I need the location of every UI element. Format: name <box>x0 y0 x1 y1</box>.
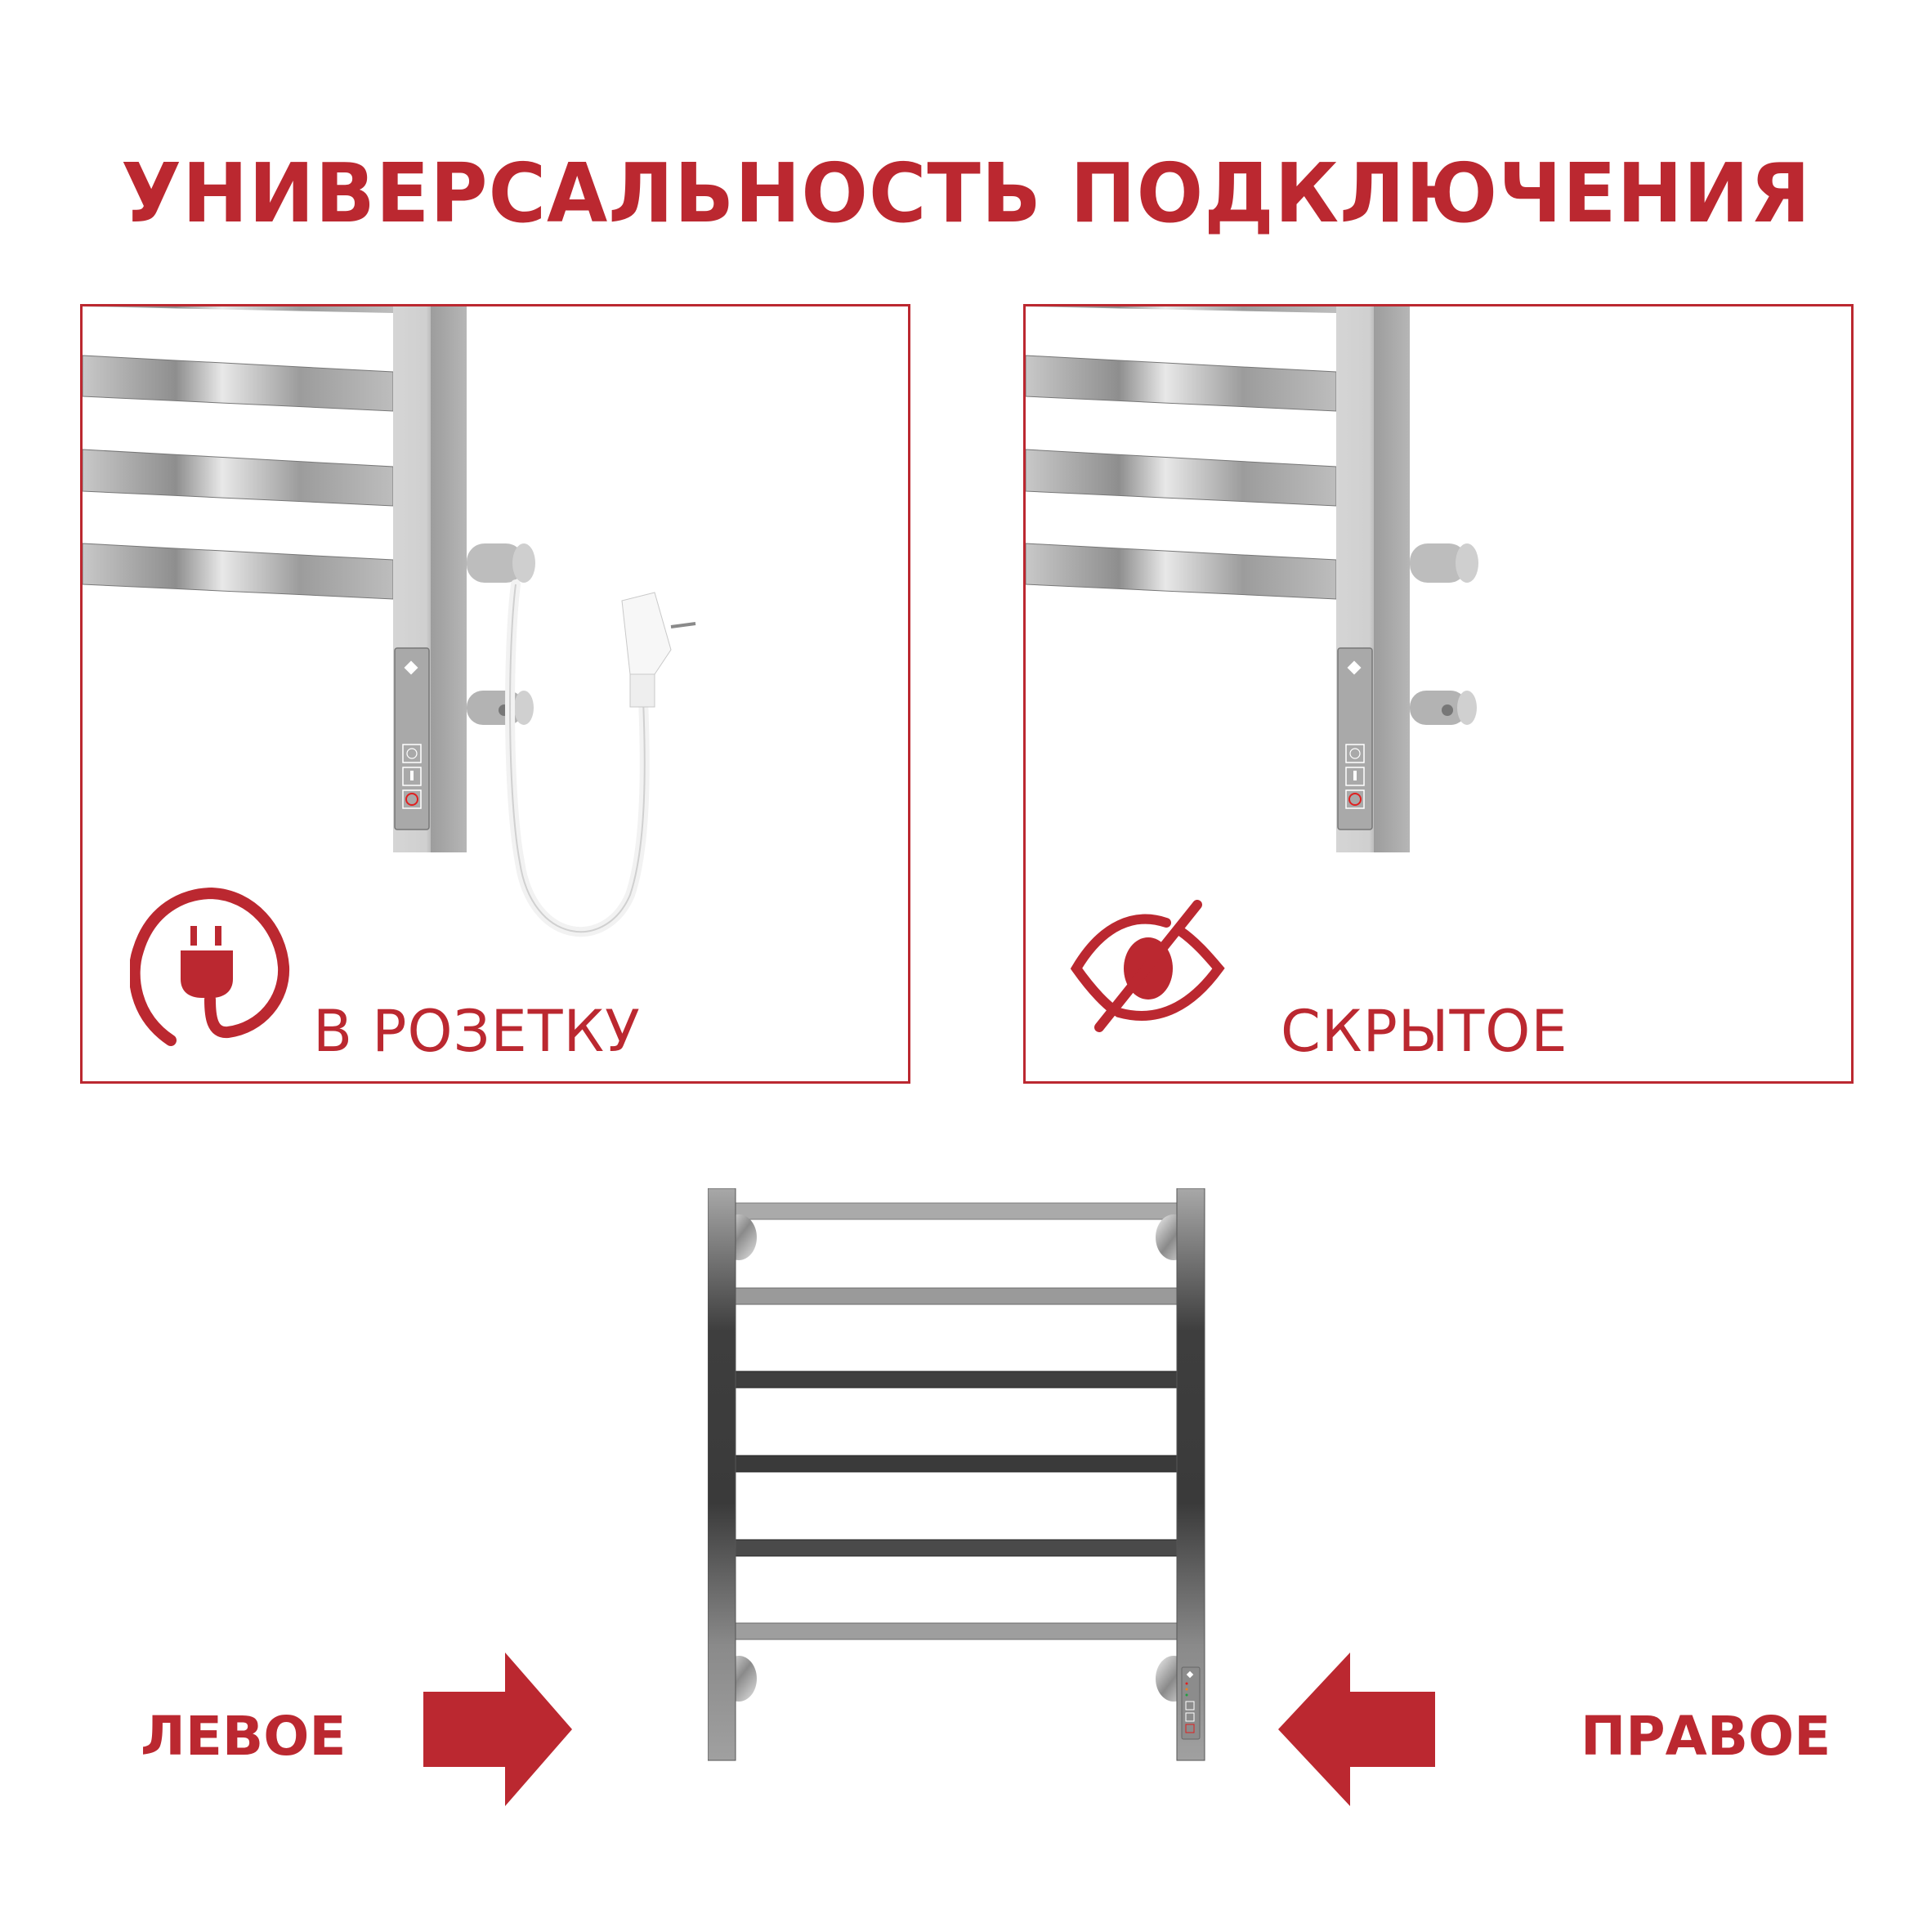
arrow-right-icon <box>423 1652 572 1806</box>
towel-rail-closeup-with-cord <box>83 306 696 937</box>
towel-rail-closeup-hidden <box>1026 306 1478 852</box>
panel-hidden-connection: СКРЫТОЕ <box>1023 304 1854 1084</box>
towel-rail-front-view <box>708 1188 1205 1761</box>
plug-icon <box>130 887 290 1046</box>
left-connection-label: ЛЕВОЕ <box>141 1705 347 1768</box>
page-title: УНИВЕРСАЛЬНОСТЬ ПОДКЛЮЧЕНИЯ <box>121 145 1811 241</box>
timer-icon <box>1345 744 1365 763</box>
control-panel <box>394 647 430 830</box>
power-icon <box>402 789 422 809</box>
arrow-left-icon <box>1278 1652 1435 1806</box>
timer-icon <box>402 744 422 763</box>
caption-hidden: СКРЫТОЕ <box>1281 998 1568 1065</box>
power-plug <box>621 592 696 708</box>
rack-control-panel <box>1181 1666 1201 1740</box>
caption-plug: В РОЗЕТКУ <box>313 998 641 1065</box>
eye-crossed-icon <box>1070 900 1225 1032</box>
control-panel <box>1337 647 1373 830</box>
right-connection-label: ПРАВОЕ <box>1581 1705 1831 1768</box>
brand-logo-icon <box>404 660 418 675</box>
panel-plug-connection: В РОЗЕТКУ <box>80 304 910 1084</box>
power-icon <box>1345 789 1365 809</box>
thermometer-icon <box>1345 767 1365 786</box>
thermometer-icon <box>402 767 422 786</box>
brand-logo-icon <box>1347 660 1362 675</box>
